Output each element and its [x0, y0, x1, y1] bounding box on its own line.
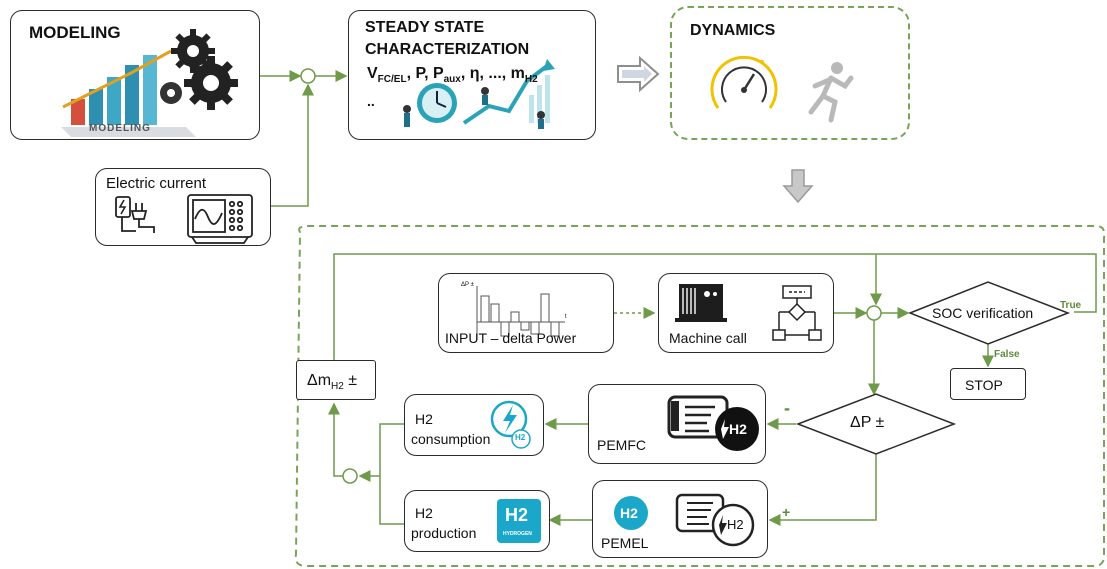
steady-ellipsis: .. [367, 93, 375, 109]
pemel-label: PEMEL [601, 535, 649, 551]
dp-diamond [795, 393, 957, 455]
modeling-caption: MODELING [89, 123, 151, 134]
soc-junction [866, 305, 882, 321]
dp-plus: + [782, 504, 791, 520]
steady-title-2: CHARACTERIZATION [365, 41, 530, 58]
pemel-badge-text: H2 [620, 505, 638, 521]
stop-box: STOP [950, 368, 1026, 400]
pemfc-icon [667, 395, 759, 451]
dynamics-icons [710, 55, 854, 123]
production-line2: production [411, 525, 477, 541]
modeling-title: MODELING [29, 23, 121, 42]
var-v: V [367, 65, 378, 82]
consumption-badge: H2 [515, 433, 526, 442]
dynamics-box: DYNAMICS [670, 6, 910, 140]
var-p: P [415, 65, 425, 82]
delta-power-chart [476, 286, 565, 340]
pemel-box: H2 H2 PEMEL [592, 480, 768, 558]
machine-icons [675, 284, 822, 341]
modeling-illustration [61, 29, 238, 137]
oscilloscope-icon [187, 194, 253, 244]
input-delta-power-box: ΔP ± t INPUT – delta Power [438, 273, 614, 353]
var-v-sub: FC/EL [377, 74, 407, 86]
generator-icon [675, 284, 727, 322]
steady-title-1: STEADY STATE [365, 19, 485, 36]
var-m-sub: H2 [524, 74, 538, 86]
steady-state-box: STEADY STATE CHARACTERIZATION VFC/EL, P,… [348, 10, 596, 140]
soc-label: SOC verification [932, 305, 1034, 321]
dp-label: ΔP ± [850, 414, 885, 431]
down-block-arrow [782, 169, 814, 204]
consumption-line2: consumption [411, 431, 491, 447]
pemfc-box: H2 PEMFC [588, 384, 766, 464]
chart-t-label: t [565, 314, 567, 320]
dm-sub: H2 [331, 381, 344, 393]
right-block-arrow [617, 55, 660, 93]
var-paux-sub: aux [443, 74, 461, 86]
hydrogen-tile-icon [497, 499, 541, 543]
dp-minus: - [784, 398, 790, 418]
steady-illustration [403, 59, 555, 129]
pemel-icons [614, 493, 755, 547]
chart-axis-label: ΔP ± [461, 282, 474, 288]
dm-h2-box: ΔmH2 ± [296, 360, 376, 400]
var-dots: ... [488, 65, 502, 82]
soc-false-label: False [994, 349, 1020, 360]
flowchart-icon [772, 285, 822, 341]
machine-call-label: Machine call [669, 330, 747, 346]
dm-label: ΔmH2 ± [307, 372, 357, 392]
lightning-h2-icon [490, 400, 531, 449]
input-label: INPUT – delta Power [445, 330, 577, 346]
dynamics-title: DYNAMICS [690, 22, 776, 39]
h2-consumption-box: H2 consumption H2 [404, 394, 544, 456]
h2-production-box: H2 production H2 HYDROGEN [404, 490, 550, 552]
stop-label: STOP [965, 377, 1003, 393]
steady-vars: VFC/EL, P, Paux, η, ..., mH2 [367, 65, 538, 86]
consumption-line1: H2 [415, 411, 433, 427]
soc-true-label: True [1060, 300, 1082, 311]
dm-suffix: ± [343, 372, 358, 389]
pemel-icon-text: H2 [727, 517, 744, 532]
electric-icons [115, 194, 253, 244]
production-icon-sub: HYDROGEN [503, 531, 532, 537]
dm-prefix: Δm [307, 372, 332, 389]
gauge-icon [710, 55, 778, 109]
pemfc-icon-text: H2 [729, 421, 747, 437]
pemfc-label: PEMFC [597, 437, 646, 453]
power-plug-icon [115, 196, 155, 233]
var-m: m [510, 65, 525, 82]
production-icon-text: H2 [505, 505, 529, 525]
running-person-icon [808, 62, 854, 123]
var-paux: P [432, 65, 444, 82]
dm-junction [342, 468, 358, 484]
var-eta: η [469, 65, 480, 82]
modeling-box: MODELING [10, 10, 260, 140]
production-line1: H2 [415, 505, 433, 521]
soc-diamond [907, 281, 1071, 345]
electric-title: Electric current [106, 175, 207, 192]
simulation-region [294, 225, 1106, 567]
electric-current-box: Electric current [95, 168, 271, 246]
h2-badge-icon [614, 496, 648, 530]
machine-call-box: Machine call [658, 273, 834, 353]
top-junction [300, 68, 316, 84]
